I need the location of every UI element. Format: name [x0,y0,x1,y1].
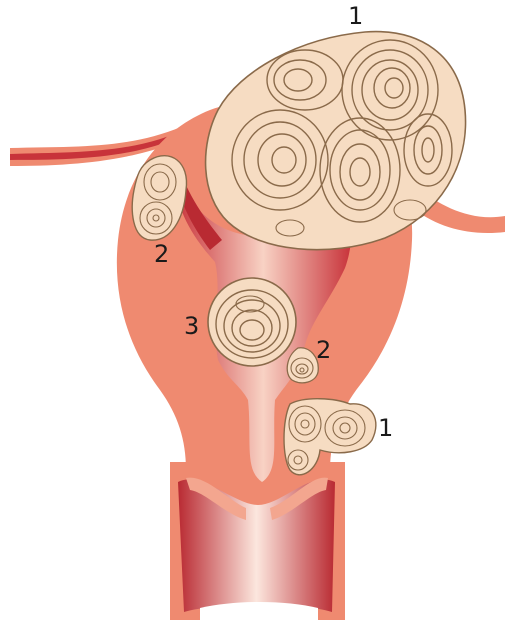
submucosal-fibroid [208,278,296,366]
label-subserosal-right: 1 [378,414,393,442]
label-submucosal: 3 [184,312,199,340]
label-intramural-left: 2 [154,240,169,268]
label-subserosal-top: 1 [348,2,363,30]
label-intramural-right: 2 [316,336,331,364]
